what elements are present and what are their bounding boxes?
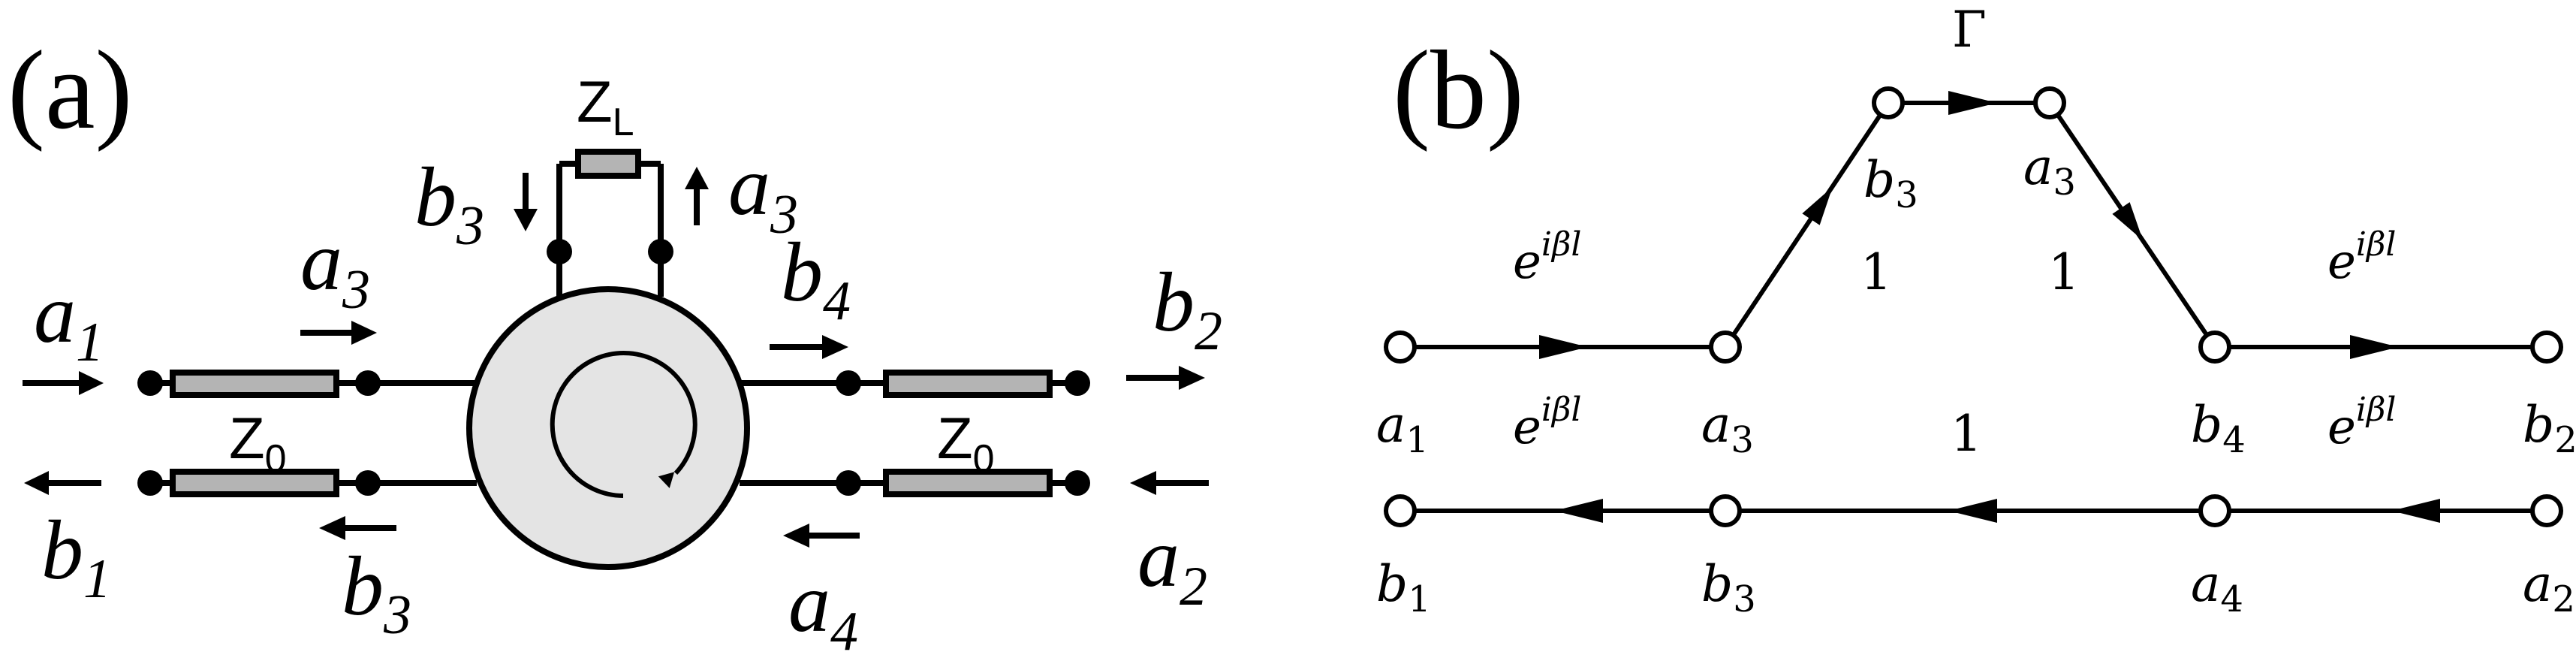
a4-label: a4	[788, 557, 858, 658]
a4-arrowhead	[783, 524, 809, 548]
circulation-arrowhead	[658, 472, 675, 488]
b3-top-label: b3	[414, 151, 484, 257]
branch-b3-b1-arrowhead	[1554, 499, 1603, 523]
load-verticals	[556, 164, 664, 252]
load-terminal-left	[547, 239, 572, 264]
branch-a3top-b4-arrowhead	[2112, 202, 2144, 241]
node-b3-label: b3	[1701, 555, 1756, 620]
a3-top-label: a3	[728, 140, 798, 246]
gain-b3-b1: eiβl	[1513, 391, 1581, 455]
node-b2-label: b2	[2523, 396, 2576, 461]
load-leads	[556, 173, 664, 252]
gain-a1-a3: eiβl	[1513, 225, 1581, 290]
a2-arrowhead	[1130, 471, 1156, 495]
node-a3-label: a3	[1701, 396, 1754, 461]
a3-left-arrowhead	[351, 321, 377, 345]
panel-b-label: (b)	[1393, 28, 1524, 152]
right-lower-inner-terminal	[836, 470, 861, 496]
gain-unity-left: 1	[1860, 243, 1892, 301]
right-line-impedance-label: Z0	[937, 405, 995, 481]
node-b4	[2198, 331, 2231, 364]
node-a4-label: a4	[2191, 555, 2243, 620]
node-b4-label: b4	[2191, 396, 2246, 461]
b3-left-label: b3	[342, 540, 411, 646]
left-line-lower	[170, 469, 339, 497]
node-b3-top	[1872, 86, 1905, 119]
node-a2	[2530, 494, 2563, 527]
a3-left-label: a3	[300, 215, 370, 321]
right-line-upper	[883, 370, 1053, 398]
load-impedance-label: ZL	[577, 68, 634, 144]
branch-b4-b2-arrowhead	[2350, 335, 2399, 359]
a1-arrowhead	[79, 371, 104, 395]
b3-top-arrowhead	[514, 209, 538, 231]
port1-upper-terminal	[137, 370, 163, 396]
b3-left-arrowhead	[319, 516, 345, 540]
b2-label: b2	[1152, 256, 1222, 362]
a1-label: a1	[34, 267, 104, 373]
a3-top-arrowhead	[685, 167, 709, 189]
port2-lower-terminal	[1065, 470, 1090, 496]
left-lower-inner-terminal	[355, 470, 381, 496]
left-line-impedance-label: Z0	[229, 405, 287, 481]
b4-label: b4	[781, 226, 851, 332]
branch-a4-b3-arrowhead	[1948, 499, 1997, 523]
node-a2-label: a2	[2523, 555, 2575, 620]
node-b1-label: b1	[1376, 555, 1431, 620]
node-a3-top	[2033, 86, 2066, 119]
a2-label: a2	[1137, 512, 1207, 617]
node-b1	[1384, 494, 1417, 527]
circulation-arrow	[550, 351, 697, 498]
node-b3-top-label: b3	[1863, 151, 1918, 216]
node-a1	[1384, 331, 1417, 364]
panel-a-label: (a)	[8, 28, 132, 152]
right-line-lower	[883, 469, 1053, 497]
branch-a3-b3top	[1723, 101, 1891, 349]
gain-unity-right: 1	[2048, 243, 2080, 301]
node-a3-top-label: a3	[2023, 138, 2076, 204]
panel-a-circuit: (a) ZL b3 a3 Z0	[8, 28, 1222, 658]
gain-a2-a4: eiβl	[2327, 391, 2396, 455]
port1-lower-terminal	[137, 470, 163, 496]
node-b2	[2530, 331, 2563, 364]
node-a1-label: a1	[1376, 396, 1429, 461]
branch-a1-a3-arrowhead	[1539, 335, 1588, 359]
b2-arrowhead	[1179, 366, 1205, 390]
b1-arrowhead	[24, 471, 49, 495]
node-a4	[2198, 494, 2231, 527]
gamma-label: Γ	[1952, 1, 1987, 59]
gain-b4-b2: eiβl	[2327, 225, 2396, 290]
load-terminal-right	[648, 239, 673, 264]
node-a3	[1709, 331, 1742, 364]
left-line-upper	[170, 370, 339, 398]
branch-a2-a4-arrowhead	[2391, 499, 2440, 523]
right-upper-inner-terminal	[836, 370, 861, 396]
load-resistor	[575, 149, 641, 179]
port2-upper-terminal	[1065, 370, 1090, 396]
branch-a3-b3top-arrowhead	[1802, 186, 1833, 225]
node-b3	[1709, 494, 1742, 527]
b1-label: b1	[41, 504, 111, 610]
left-upper-inner-terminal	[355, 370, 381, 396]
branch-gamma-arrowhead	[1948, 91, 1997, 115]
b4-arrowhead	[822, 335, 848, 359]
panel-b-signal-flow-graph: (b) Γ a1 a3 b4 b2 b1	[1376, 1, 2576, 620]
gain-unity-bottom: 1	[1951, 405, 1982, 463]
circulator	[466, 286, 750, 570]
